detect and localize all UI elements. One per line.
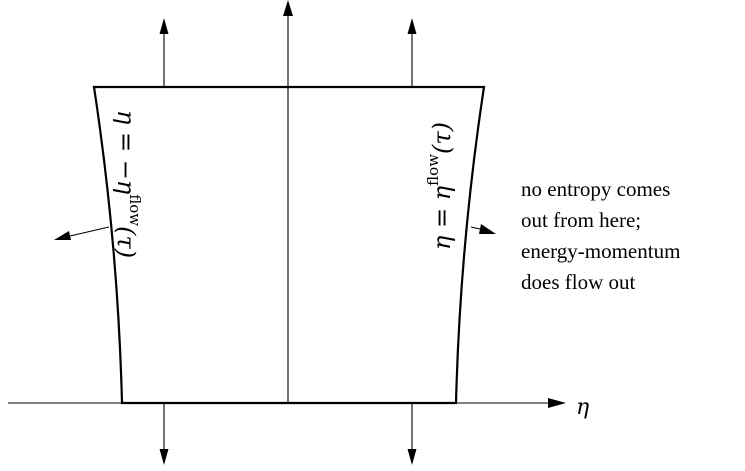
- region-boundary: [92, 85, 486, 405]
- note-line-2: out from here;: [521, 208, 641, 232]
- horizontal-axis-label: η: [576, 395, 589, 420]
- right-side-arrowhead: [479, 224, 496, 234]
- left-boundary-equation: η = −ηflow(τ): [112, 110, 144, 258]
- left-side-arrow: [69, 226, 110, 237]
- right-side-arrow: [470, 226, 481, 230]
- note-line-4: does flow out: [521, 270, 635, 294]
- bottom-left-arrowhead: [159, 449, 169, 465]
- right-boundary-equation: η = ηflow(τ): [424, 122, 456, 250]
- top-right-arrowhead: [407, 18, 417, 34]
- vertical-axis-arrowhead: [283, 0, 293, 16]
- note-line-3: energy-momentum: [521, 239, 680, 263]
- note-line-1: no entropy comes: [521, 177, 670, 201]
- left-side-arrowhead: [54, 231, 71, 240]
- bottom-right-arrowhead: [407, 449, 417, 465]
- top-left-arrowhead: [159, 18, 169, 34]
- horizontal-axis-arrowhead: [548, 398, 566, 408]
